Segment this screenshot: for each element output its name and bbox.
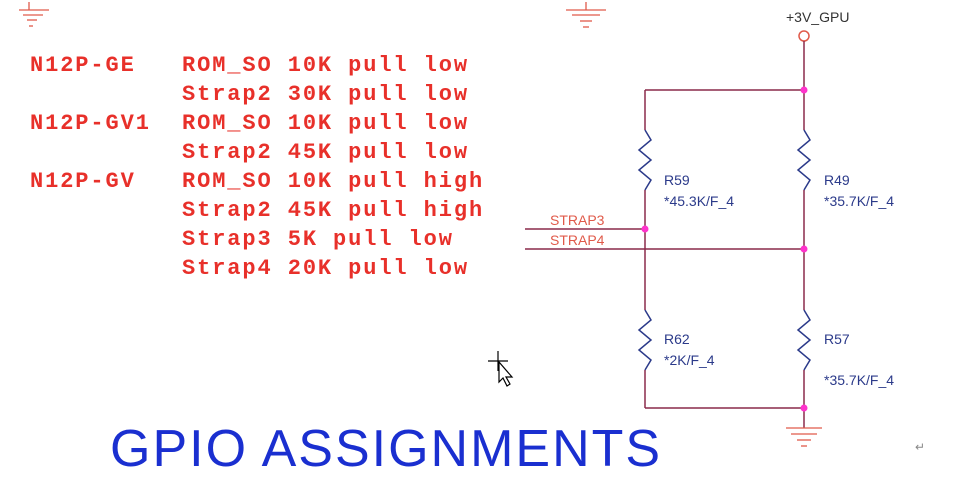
r59-ref: R59 [664,172,690,188]
resistor-r59-symbol [637,129,653,191]
net-label-strap3: STRAP3 [550,212,605,228]
move-cursor-icon [488,351,514,387]
r57-value: *35.7K/F_4 [824,372,895,388]
r57-ref: R57 [824,331,850,347]
junction-dots [641,86,808,412]
variant-label: N12P-GV [30,169,136,194]
r49-value: *35.7K/F_4 [824,193,895,209]
variant-label: N12P-GV1 [30,111,151,136]
ground-symbol-top-mid-icon [566,2,606,28]
schematic-wires: ↵ [19,2,925,453]
schematic-canvas: ↵ N12P-GE ROM_SO 10K pull low Strap2 30K… [19,2,926,478]
strap-setting: ROM_SO 10K pull low [182,53,469,78]
section-title: GPIO ASSIGNMENTS [110,420,663,478]
strap-setting: Strap2 45K pull low [182,140,469,165]
strap-setting: Strap2 30K pull low [182,82,469,107]
r62-ref: R62 [664,331,690,347]
power-rail-terminal [798,30,810,42]
net-label-strap4: STRAP4 [550,232,605,248]
wires [525,41,805,428]
strap-setting: ROM_SO 10K pull low [182,111,469,136]
strap-setting: ROM_SO 10K pull high [182,169,485,194]
power-rail-label: +3V_GPU [786,9,850,25]
strap-setting: Strap4 20K pull low [182,256,469,281]
resistor-r49-symbol [796,129,812,191]
paragraph-mark-icon: ↵ [915,440,925,453]
resistor-r57-symbol [796,309,812,371]
strap-setting: Strap3 5K pull low [182,227,454,252]
ground-symbol-bottom-icon [786,427,822,447]
r59-value: *45.3K/F_4 [664,193,735,209]
ground-symbol-top-left-icon [19,2,49,27]
r49-ref: R49 [824,172,850,188]
r62-value: *2K/F_4 [664,352,715,368]
strap-setting: Strap2 45K pull high [182,198,485,223]
resistor-r62-symbol [637,309,653,371]
variant-label: N12P-GE [30,53,136,78]
